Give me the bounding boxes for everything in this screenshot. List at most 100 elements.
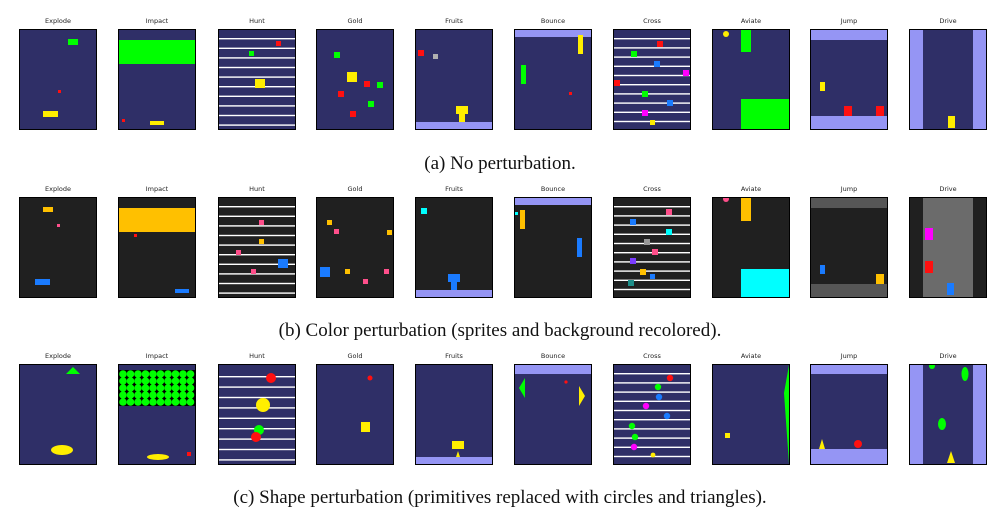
game-screen-bounce	[515, 30, 591, 129]
lane-divider	[219, 225, 295, 227]
lane-divider	[614, 400, 690, 402]
lane-divider	[614, 270, 690, 272]
caption-color-perturbation: (b) Color perturbation (sprites and back…	[278, 320, 722, 341]
green-circle	[164, 398, 172, 406]
blue-car	[947, 283, 954, 295]
yellow-basket-stem	[459, 114, 465, 122]
pink-pixel	[57, 224, 60, 227]
yellow-bird	[723, 31, 729, 37]
green-circle	[179, 370, 187, 378]
game-screen-hunt	[219, 365, 295, 464]
ceiling	[811, 30, 887, 40]
yellow-triangle	[456, 451, 460, 457]
blue-basket-stem	[451, 282, 457, 290]
background	[219, 198, 295, 297]
yellow-car	[948, 116, 955, 128]
pink-sprite	[384, 269, 389, 274]
lane-divider	[219, 396, 295, 399]
lane-divider	[614, 65, 690, 67]
lane-divider	[614, 409, 690, 412]
lane-divider	[614, 224, 690, 226]
lane-divider	[219, 417, 295, 419]
green-circle	[126, 377, 135, 385]
green-ellipse	[961, 367, 969, 381]
cyan-fruit	[421, 208, 427, 214]
game-frame-fruits	[415, 364, 493, 465]
orange-obstacle	[876, 274, 884, 284]
green-pipe	[741, 99, 789, 129]
yellow-triangle	[819, 439, 825, 449]
lane-divider	[614, 233, 690, 235]
game-frame-drive	[909, 364, 987, 465]
lane-divider	[614, 93, 690, 95]
yellow-player	[255, 79, 265, 88]
lane-divider	[614, 47, 690, 49]
panel-title-cross: Cross	[643, 17, 661, 25]
lane-divider	[614, 56, 690, 58]
lane-divider	[614, 437, 690, 439]
lane-divider	[614, 261, 690, 263]
yellow-triangle	[947, 451, 955, 463]
green-triangle	[66, 367, 80, 374]
lane-divider	[219, 254, 295, 256]
panel-title-impact: Impact	[145, 185, 169, 193]
green-circle	[141, 377, 150, 385]
game-screen-hunt	[219, 30, 295, 129]
game-screen-gold	[317, 365, 393, 464]
green-circle	[171, 398, 180, 406]
green-circle	[179, 398, 187, 406]
green-circle	[126, 370, 135, 378]
lane-divider	[219, 124, 295, 126]
green-circle	[628, 422, 636, 430]
magenta-circle	[642, 402, 650, 410]
blue-circle	[655, 393, 663, 401]
background	[219, 365, 295, 464]
car	[631, 51, 637, 57]
blue-player	[278, 259, 288, 268]
cyan-ball	[515, 212, 518, 215]
game-frame-bounce	[514, 197, 592, 298]
red-pixel	[58, 90, 61, 93]
panel-title-drive: Drive	[939, 352, 957, 360]
game-screen-drive	[910, 198, 986, 297]
game-frame-explode	[19, 197, 97, 298]
game-screen-jump	[811, 198, 887, 297]
green-ellipse	[938, 418, 946, 430]
lane-divider	[614, 206, 690, 208]
yellow-square	[725, 433, 730, 438]
panel-title-jump: Jump	[840, 352, 858, 360]
lane-divider	[614, 279, 690, 281]
game-screen-aviate	[713, 198, 789, 297]
yellow-circle	[256, 398, 270, 412]
green-circle	[654, 383, 662, 391]
game-screen-fruits	[416, 365, 492, 464]
background	[614, 198, 690, 297]
lane-divider	[219, 114, 295, 117]
lane-divider	[614, 102, 690, 104]
car	[657, 41, 663, 47]
game-screen-fruits	[416, 30, 492, 129]
red-pixel	[187, 452, 191, 456]
panel-title-jump: Jump	[840, 17, 858, 25]
background	[416, 365, 492, 464]
green-circle	[126, 384, 135, 392]
red-sprite	[276, 41, 281, 46]
pink-sprite	[259, 220, 264, 225]
panel-title-fruits: Fruits	[445, 185, 463, 193]
green-circle	[164, 370, 172, 378]
orange-paddle	[520, 210, 525, 229]
game-frame-bounce	[514, 29, 592, 130]
car	[666, 229, 672, 235]
green-circle	[156, 370, 165, 378]
red-dot	[564, 380, 568, 384]
green-paddle	[521, 65, 526, 84]
game-screen-explode	[20, 365, 96, 464]
green-circle	[149, 370, 157, 378]
panel-title-hunt: Hunt	[249, 17, 265, 25]
car	[652, 249, 658, 255]
green-circle	[126, 391, 135, 399]
game-frame-fruits	[415, 29, 493, 130]
game-frame-cross	[613, 364, 691, 465]
panel-title-cross: Cross	[643, 352, 661, 360]
